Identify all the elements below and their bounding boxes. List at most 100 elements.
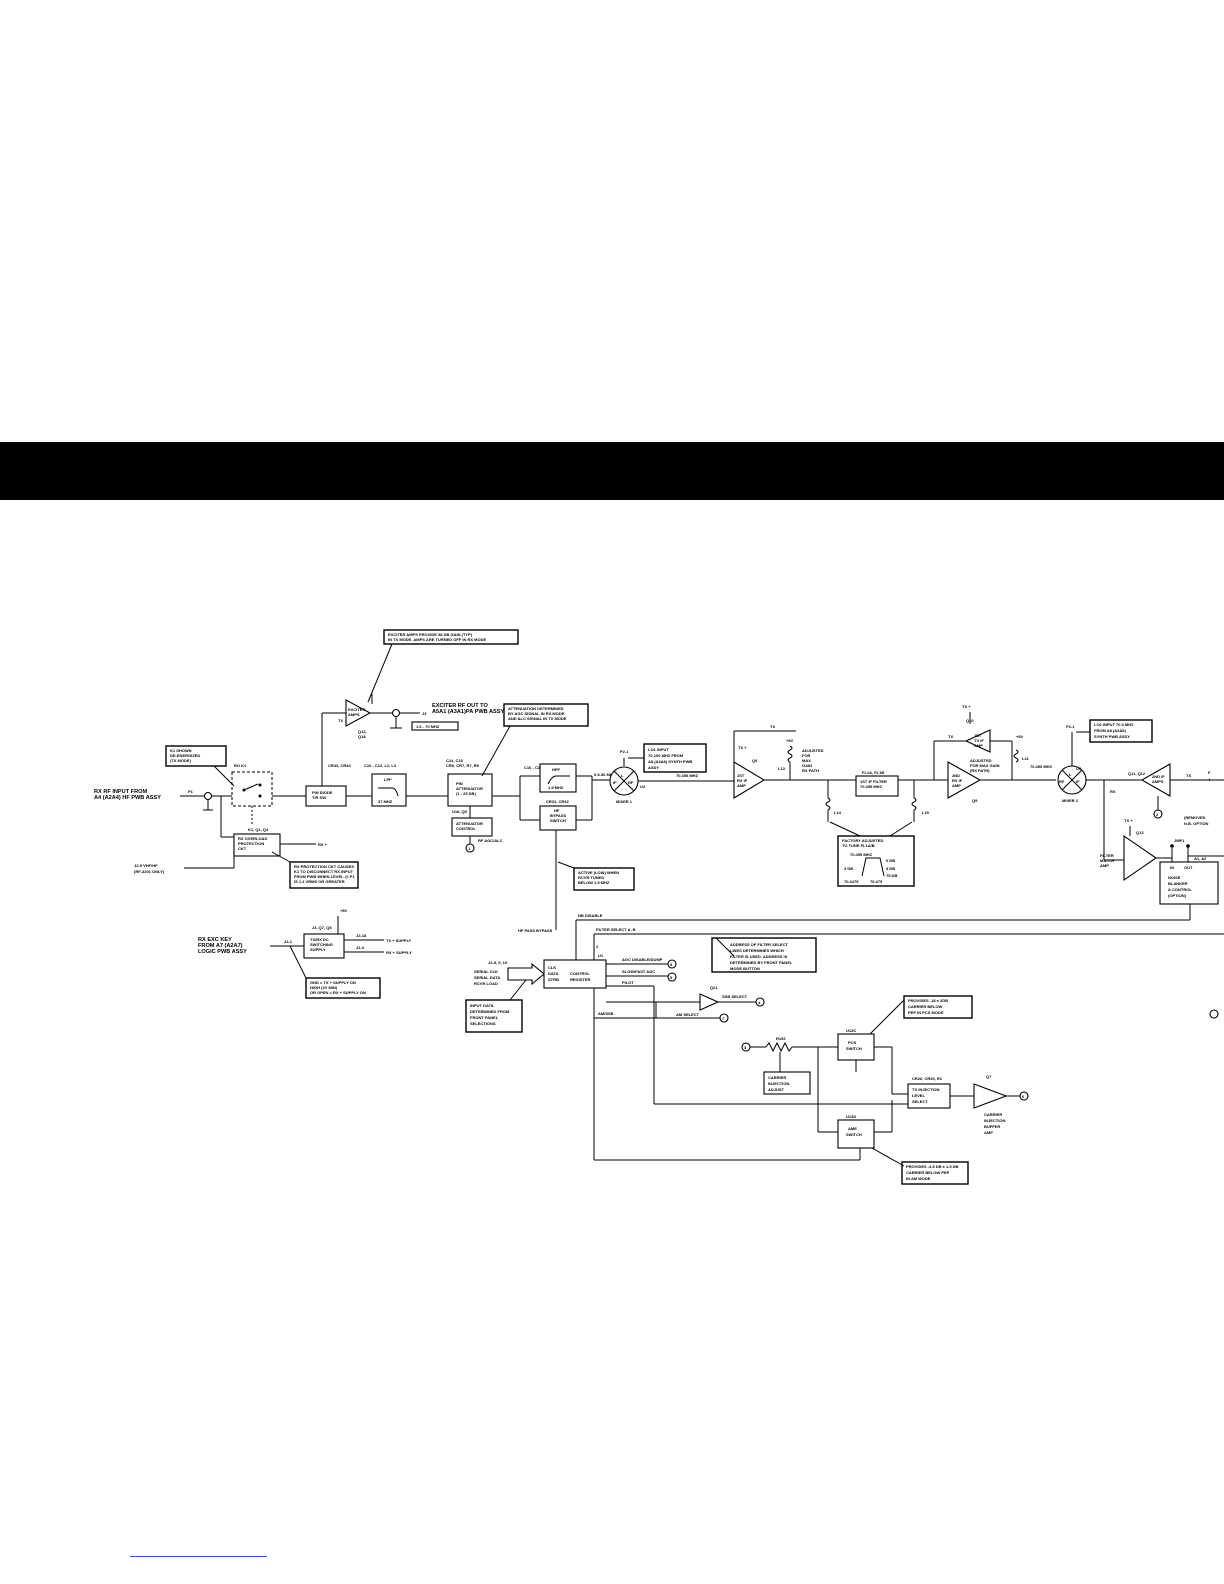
second-rx-if-label: RX IF: [952, 778, 963, 783]
filter-match-amp-icon: [1123, 834, 1157, 882]
attenuator-control-block: [451, 817, 493, 837]
tx-injection-label: LEVEL: [912, 1093, 925, 1098]
tx-label-exciter: TX: [338, 718, 343, 723]
lo2-note-line: SYNTH PWB ASSY: [1094, 734, 1130, 739]
pcs-switch-label: PCS: [848, 1040, 857, 1045]
provides-pcs-line: CARRIER BELOW: [908, 1004, 942, 1009]
gnd-tx-note-line: OR OPEN = RX + SUPPLY ON: [310, 990, 366, 995]
p1-label: P1: [188, 789, 194, 794]
exciter-note: [383, 629, 519, 645]
first-rx-if-amp-icon: [733, 761, 766, 799]
nb-out-label: OUT: [1184, 865, 1193, 870]
pin-atten-label: (1 - 25 DB): [456, 791, 476, 796]
carrier-inj-adjust-label: INJECTION: [768, 1081, 789, 1086]
first-tx-if-label: AMP: [974, 743, 983, 748]
rx-exc-key-label: RX EXC KEY: [198, 937, 232, 943]
k1-note-line: K1 SHOWN: [170, 748, 192, 753]
pcs-switch-label: SWITCH: [846, 1046, 862, 1051]
callout-4-icon: [755, 997, 765, 1007]
mixer2-rf: RF: [1059, 779, 1065, 784]
first-if-filter-block: [855, 775, 899, 797]
db3b-label: 3 DB: [886, 866, 895, 871]
am-ssb-label: AM/SSB: [598, 1011, 614, 1016]
callout-7-icon: [719, 1013, 729, 1023]
serial-input-arrow-icon: [507, 962, 545, 986]
rx-exc-key-label-2: FROM A7 (A2A7): [198, 943, 243, 949]
adj-max-gain-line: RX PATH: [802, 768, 819, 773]
r152-resistor-icon: [765, 1041, 793, 1053]
second-rx-if-label: AMP: [952, 783, 961, 788]
rx-label-mixer2: RX: [1110, 789, 1116, 794]
clk-pin-label: DATA: [548, 971, 559, 976]
tx-rx-switching-label: SUPPLY: [310, 947, 326, 952]
tx-plus-label-3: TX +: [1124, 818, 1133, 823]
agc-dump-label: AGC DISABLE/DUMP: [622, 957, 663, 962]
gnd-tx-note-line: GND = TX + SUPPLY ON: [310, 980, 356, 985]
if1-a-label: 70.455 MHZ: [676, 773, 699, 778]
gnd-tx-note-line: HIGH (2V MIN): [310, 985, 338, 990]
filter-select-label: FILTER SELECT A, B: [596, 927, 636, 932]
freq-range-label: 1.6 - 70 MHZ: [416, 724, 440, 729]
jmp-label: JMP1: [1174, 838, 1185, 843]
callout-8-icon: [667, 959, 677, 969]
db75-label: 75 DB: [886, 873, 897, 878]
callout-6-icon: [1019, 1091, 1029, 1101]
db0-label: 0 DB: [886, 858, 895, 863]
tx-label-1: TX: [770, 724, 775, 729]
carrier-buffer-label: BUFFER: [984, 1124, 1000, 1129]
adj-max-gain-line: GAIN: [802, 763, 812, 768]
main-rf-chain: CR43, CR44 PIN DIODE T/R SW C10 - C12, L…: [305, 703, 1224, 930]
four-label: 4: [1208, 777, 1211, 782]
q21-buffer-icon: [699, 993, 720, 1011]
first-if-filter-label: 1ST IF FILTER: [860, 779, 887, 784]
noise-blanker-label: (OPTION): [1168, 893, 1187, 898]
ame-switch-block: [837, 1119, 875, 1149]
tx-rx-switching-block: [303, 933, 345, 959]
adj-2nd-line: FOR MAX GAIN: [970, 763, 1000, 768]
callout-5: 5: [670, 975, 673, 980]
lo1-note-line: 70-100 MHZ FROM: [648, 753, 684, 758]
exciter-section: EXCITER AMPS PROVIDE 38 DB GAIN (TYP) IN…: [321, 629, 519, 786]
factory-freq-label: 70.455 MHZ: [850, 852, 873, 857]
pilot-label: PILOT: [622, 980, 634, 985]
exciter-rf-out-label-2: A5A1 (A3A1)PA PWB ASSY: [432, 709, 504, 715]
cr43-label: CR43, CR44: [328, 763, 351, 768]
adj-max-gain-line: ADJUSTED: [802, 748, 824, 753]
am-select-label: AM SELECT: [676, 1012, 700, 1017]
adj-max-gain-line: FOR: [802, 753, 811, 758]
serial-label-2: SERIAL DATA: [474, 975, 500, 980]
c14-label-2: CR6, CR7, R7, R9: [446, 763, 480, 768]
factory-note: [837, 835, 915, 887]
rx-rf-input-label-2: A4 (A2A4) HF PWB ASSY: [94, 795, 161, 801]
address-note-line: LINES DETERMINES WHICH: [730, 948, 784, 953]
hpf-label: HPF: [552, 767, 561, 772]
rf-block-diagram: RX RF INPUT FROM A4 (A2A4) HF PWB ASSY P…: [94, 629, 1224, 1185]
lo2-note: [1089, 719, 1153, 743]
hf-bypass-label: SWITCH: [550, 818, 566, 823]
active-low-line: ACTIVE (LOW) WHEN: [578, 870, 619, 875]
l13-label: L13: [778, 766, 786, 771]
j3q7q8-label: J3, Q7, Q8: [312, 925, 332, 930]
l15-coil-icon: [911, 797, 917, 811]
cr26-label: CR26, CR30, R1: [912, 1076, 943, 1081]
noise-blanker-label: & CONTROL: [1168, 887, 1192, 892]
rx-rf-input-label: RX RF INPUT FROM: [94, 789, 147, 795]
lo2-note-line: LO2 INPUT 70.0 MHZ: [1094, 722, 1134, 727]
k1-note-line: DE-ENERGIZED: [170, 753, 200, 758]
p21-a-label: P2-1: [620, 749, 629, 754]
second-if-amps-label: AMPS: [1152, 779, 1164, 784]
callout-6: 6: [1022, 1094, 1025, 1099]
exciter-amp-label: AMPS: [348, 712, 360, 717]
input-data-line: INPUT DATA: [470, 1003, 494, 1008]
l15-label: L15: [922, 810, 930, 815]
hf-bypass-line-label: HF PASS BYPASS: [518, 928, 553, 933]
q10-label: Q10: [966, 718, 974, 723]
lo1-note-line: ASSY: [648, 765, 659, 770]
carrier-buffer-label: INJECTION: [984, 1118, 1005, 1123]
exciter-note-line: EXCITER AMPS PROVIDE 38 DB GAIN (TYP): [388, 632, 473, 637]
tx-plus-label-1: TX +: [738, 745, 747, 750]
input-data-line: DETERMINED FROM: [470, 1009, 510, 1014]
pin-atten-label: ATTENUATOR: [456, 786, 483, 791]
input-data-line: FRONT PANEL: [470, 1015, 499, 1020]
rx-overload-label: RX OVERLOAD: [238, 836, 267, 841]
